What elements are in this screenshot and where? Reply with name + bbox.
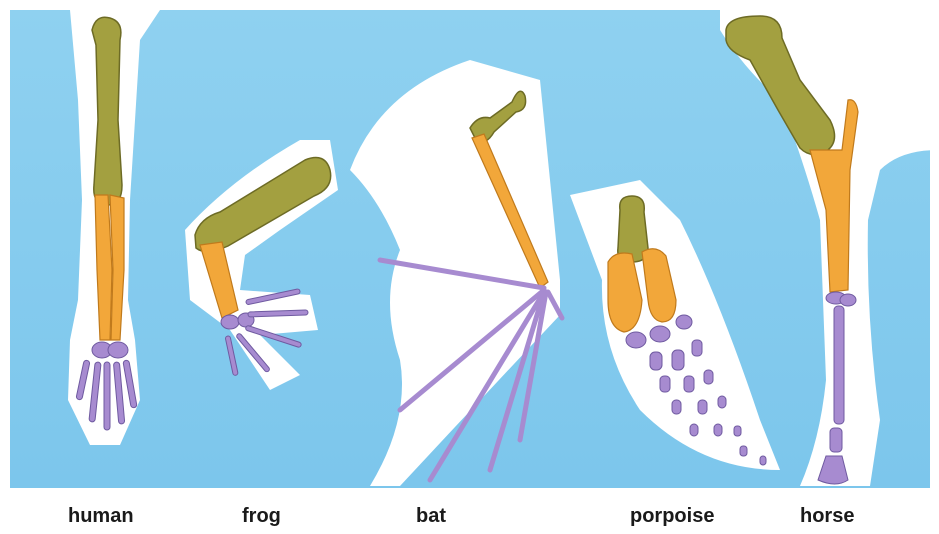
label-porpoise: porpoise: [630, 505, 714, 528]
label-frog: frog: [242, 505, 281, 528]
label-horse: horse: [800, 505, 854, 528]
label-human: human: [68, 505, 134, 528]
label-bat: bat: [416, 505, 446, 528]
